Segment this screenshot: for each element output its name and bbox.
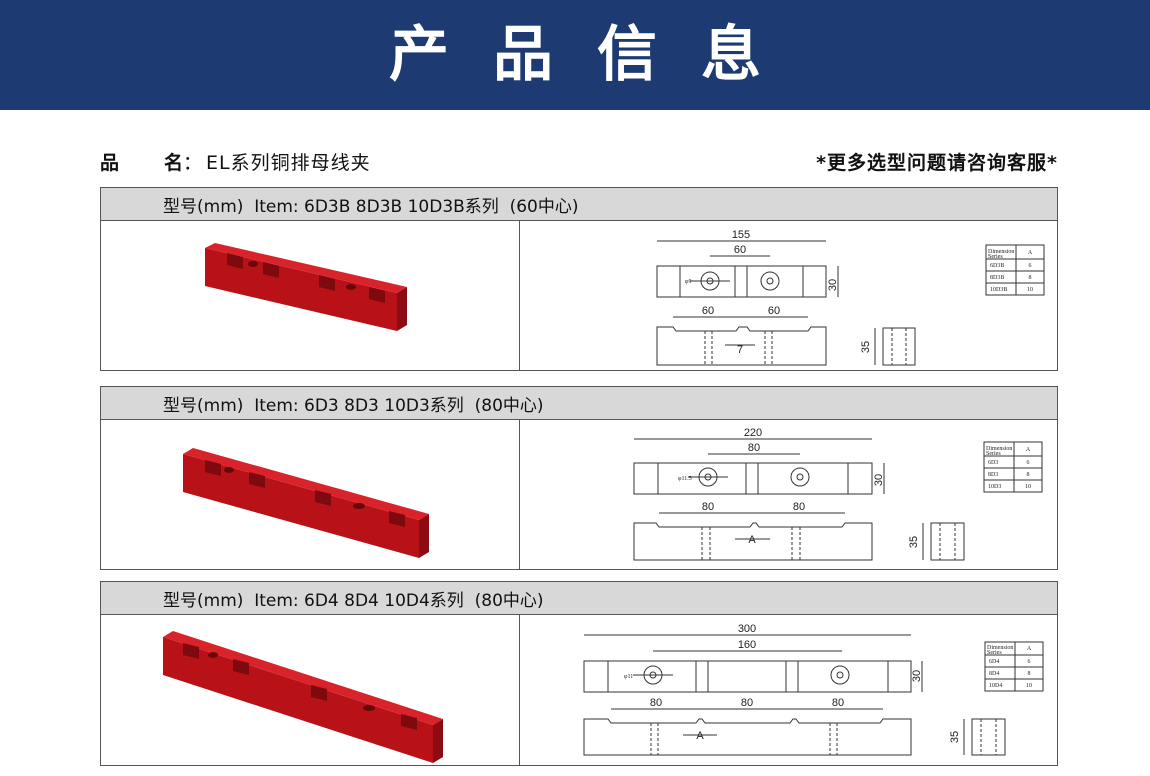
table-cell: 8 [1028, 671, 1031, 677]
dim-height: 30 [873, 474, 885, 486]
busbar-clamp-image [205, 243, 407, 331]
dim-height: 30 [827, 279, 839, 291]
table-cell: 10D3 [988, 484, 1001, 490]
banner-title: 产品信息 [389, 20, 805, 90]
table-cell: 8 [1029, 275, 1032, 281]
product-photo-3 [101, 615, 520, 765]
product-label-colon: ： [183, 151, 203, 174]
table-cell: 8D3 [988, 472, 998, 478]
dim-slot: A [696, 730, 704, 742]
product-info-row: 品 名 ： EL系列铜排母线夹 *更多选型问题请咨询客服* [100, 146, 1058, 176]
table-header-dimension: Dimension [986, 446, 1012, 452]
dim-center: 60 [734, 244, 746, 256]
table-cell: 6 [1028, 659, 1031, 665]
table-cell: 8 [1027, 472, 1030, 478]
table-cell: 6D4 [989, 659, 999, 665]
spec-block-1: 型号(mm) Item: 6D3B 8D3B 10D3B系列 (60中心) [100, 187, 1058, 371]
dim-pitch-a: 80 [650, 697, 662, 709]
table-header-dimension: Dimension [988, 249, 1014, 255]
dimension-drawing: 300 160 30 φ11 80 80 80 35 A Dimension S… [583, 623, 1044, 756]
dim-pitch-b: 80 [741, 697, 753, 709]
table-header-a: A [1026, 447, 1031, 453]
table-header-dimension: Dimension [987, 645, 1013, 651]
dim-pitch-b: 80 [793, 501, 805, 513]
spec-header-text: 型号(mm) Item: 6D3B 8D3B 10D3B系列 (60中心) [163, 196, 579, 217]
dim-depth: 35 [908, 536, 920, 548]
dim-pitch-c: 80 [832, 697, 844, 709]
title-banner: 产品信息 [0, 0, 1150, 110]
dim-overall: 220 [744, 427, 762, 439]
dim-hole: φ9 [685, 279, 691, 285]
table-cell: 10D3B [990, 287, 1007, 293]
product-label-2: 名 [164, 151, 184, 174]
table-cell: 6 [1029, 263, 1032, 269]
busbar-clamp-image [183, 448, 429, 558]
table-cell: 6D3 [988, 460, 998, 466]
dim-slot: 7 [737, 344, 743, 356]
spec-header-text: 型号(mm) Item: 6D3 8D3 10D3系列 (80中心) [163, 395, 544, 416]
dim-overall: 300 [738, 623, 756, 635]
table-cell: 10 [1025, 484, 1031, 490]
dimension-drawing: 155 60 30 φ9 60 60 35 7 Dimension Series… [656, 229, 1045, 366]
table-header-series: Series [986, 451, 1001, 457]
table-cell: 6 [1027, 460, 1030, 466]
dimension-drawing: 220 80 30 φ11.5 80 80 35 A Dimension Ser… [633, 427, 1043, 561]
dim-center: 160 [738, 639, 756, 651]
spec-body-1: 155 60 30 φ9 60 60 35 7 Dimension Series… [101, 221, 1057, 370]
dim-overall: 155 [732, 229, 750, 241]
dim-center: 80 [748, 442, 760, 454]
dim-hole: φ11 [624, 674, 633, 680]
technical-drawing-2: 220 80 30 φ11.5 80 80 35 A Dimension Ser… [520, 420, 1057, 569]
product-name: EL系列铜排母线夹 [206, 151, 371, 174]
table-cell: 6D3B [990, 263, 1004, 269]
table-header-a: A [1028, 250, 1033, 256]
spec-block-3: 型号(mm) Item: 6D4 8D4 10D4系列 (80中心) [100, 581, 1058, 766]
dim-pitch-a: 60 [702, 305, 714, 317]
product-photo-2 [101, 420, 520, 569]
table-cell: 8D3B [990, 275, 1004, 281]
spec-header-2: 型号(mm) Item: 6D3 8D3 10D3系列 (80中心) [101, 387, 1057, 420]
dim-depth: 35 [949, 731, 961, 743]
table-cell: 10 [1026, 683, 1032, 689]
spec-body-3: 300 160 30 φ11 80 80 80 35 A Dimension S… [101, 615, 1057, 765]
dim-pitch-a: 80 [702, 501, 714, 513]
product-name-group: 品 名 ： EL系列铜排母线夹 [100, 148, 371, 175]
dim-hole: φ11.5 [678, 476, 692, 482]
table-cell: 10 [1027, 287, 1033, 293]
dim-height: 30 [911, 670, 923, 682]
spec-body-2: 220 80 30 φ11.5 80 80 35 A Dimension Ser… [101, 420, 1057, 569]
spec-header-1: 型号(mm) Item: 6D3B 8D3B 10D3B系列 (60中心) [101, 188, 1057, 221]
technical-drawing-1: 155 60 30 φ9 60 60 35 7 Dimension Series… [520, 221, 1057, 370]
product-label-1: 品 [100, 151, 120, 174]
busbar-clamp-image [163, 631, 443, 763]
technical-drawing-3: 300 160 30 φ11 80 80 80 35 A Dimension S… [520, 615, 1057, 765]
table-header-series: Series [988, 254, 1003, 260]
dim-depth: 35 [860, 341, 872, 353]
consult-note: *更多选型问题请咨询客服* [816, 151, 1058, 174]
spec-header-3: 型号(mm) Item: 6D4 8D4 10D4系列 (80中心) [101, 582, 1057, 615]
table-cell: 8D4 [989, 671, 999, 677]
table-header-series: Series [987, 650, 1002, 656]
dim-pitch-b: 60 [768, 305, 780, 317]
table-header-a: A [1027, 646, 1032, 652]
dim-slot: A [748, 534, 756, 546]
product-photo-1 [101, 221, 520, 370]
table-cell: 10D4 [989, 683, 1002, 689]
spec-block-2: 型号(mm) Item: 6D3 8D3 10D3系列 (80中心) [100, 386, 1058, 570]
spec-header-text: 型号(mm) Item: 6D4 8D4 10D4系列 (80中心) [163, 590, 544, 611]
